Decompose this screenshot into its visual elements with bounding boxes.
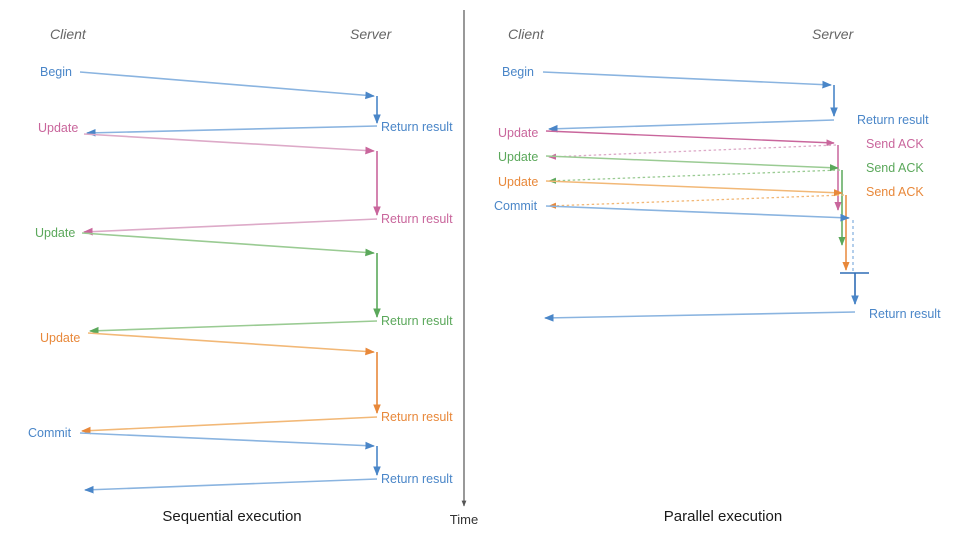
panel-sequential: Client Server Begin Update Update Update…: [28, 26, 453, 525]
message-update1-ack: [548, 144, 837, 160]
message-begin-request: [542, 71, 832, 89]
client-label-begin: Begin: [502, 65, 534, 79]
server-label-return-result-1: Return result: [381, 120, 453, 134]
server-label-send-ack-1: Send ACK: [866, 137, 924, 151]
client-label-begin: Begin: [40, 65, 72, 79]
caption-parallel: Parallel execution: [664, 508, 782, 525]
actor-label-client: Client: [50, 26, 87, 42]
message-begin-response: [548, 119, 835, 133]
message-commit-response: [544, 311, 856, 322]
client-label-update-1: Update: [38, 121, 78, 135]
panel-parallel: Client Server Begin Update Update Update…: [494, 26, 941, 525]
server-label-send-ack-3: Send ACK: [866, 185, 924, 199]
client-label-update-3: Update: [40, 331, 80, 345]
caption-sequential: Sequential execution: [162, 508, 301, 525]
message-commit-request: [545, 205, 850, 222]
time-axis-label: Time: [450, 512, 478, 527]
message-update3-request: [545, 180, 843, 197]
server-label-return-result-3: Return result: [381, 314, 453, 328]
client-label-commit: Commit: [28, 426, 72, 440]
message-begin-response: [86, 125, 378, 137]
message-update3-ack: [548, 194, 845, 209]
actor-label-server: Server: [350, 26, 393, 42]
message-update3-response: [81, 416, 378, 435]
message-update2-ack: [548, 169, 841, 184]
message-begin-request: [79, 71, 375, 100]
client-label-update-2: Update: [498, 150, 538, 164]
actor-label-server: Server: [812, 26, 855, 42]
server-label-return-result-4: Return result: [381, 410, 453, 424]
message-update1-response: [83, 218, 378, 236]
message-update2-request: [545, 155, 839, 172]
message-commit-request: [79, 432, 375, 450]
message-update2-request: [81, 232, 375, 257]
time-axis: Time: [450, 10, 478, 527]
client-label-update-2: Update: [35, 226, 75, 240]
server-label-return-result-1: Return result: [857, 113, 929, 127]
message-update3-request: [87, 332, 375, 356]
client-label-commit: Commit: [494, 199, 538, 213]
server-label-return-result-5: Return result: [381, 472, 453, 486]
server-label-send-ack-2: Send ACK: [866, 161, 924, 175]
actor-label-client: Client: [508, 26, 545, 42]
server-label-return-result-2: Return result: [381, 212, 453, 226]
client-label-update-1: Update: [498, 126, 538, 140]
client-label-update-3: Update: [498, 175, 538, 189]
message-update2-response: [89, 320, 378, 335]
message-update1-request: [545, 130, 835, 147]
message-commit-response: [84, 478, 378, 494]
server-label-return-result-2: Return result: [869, 307, 941, 321]
message-update1-request: [83, 133, 375, 155]
